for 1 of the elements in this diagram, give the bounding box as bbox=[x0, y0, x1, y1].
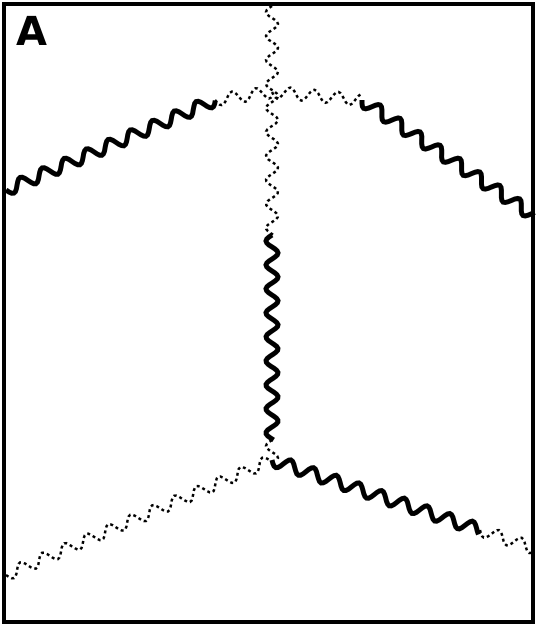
panel-letter: A bbox=[16, 10, 47, 54]
